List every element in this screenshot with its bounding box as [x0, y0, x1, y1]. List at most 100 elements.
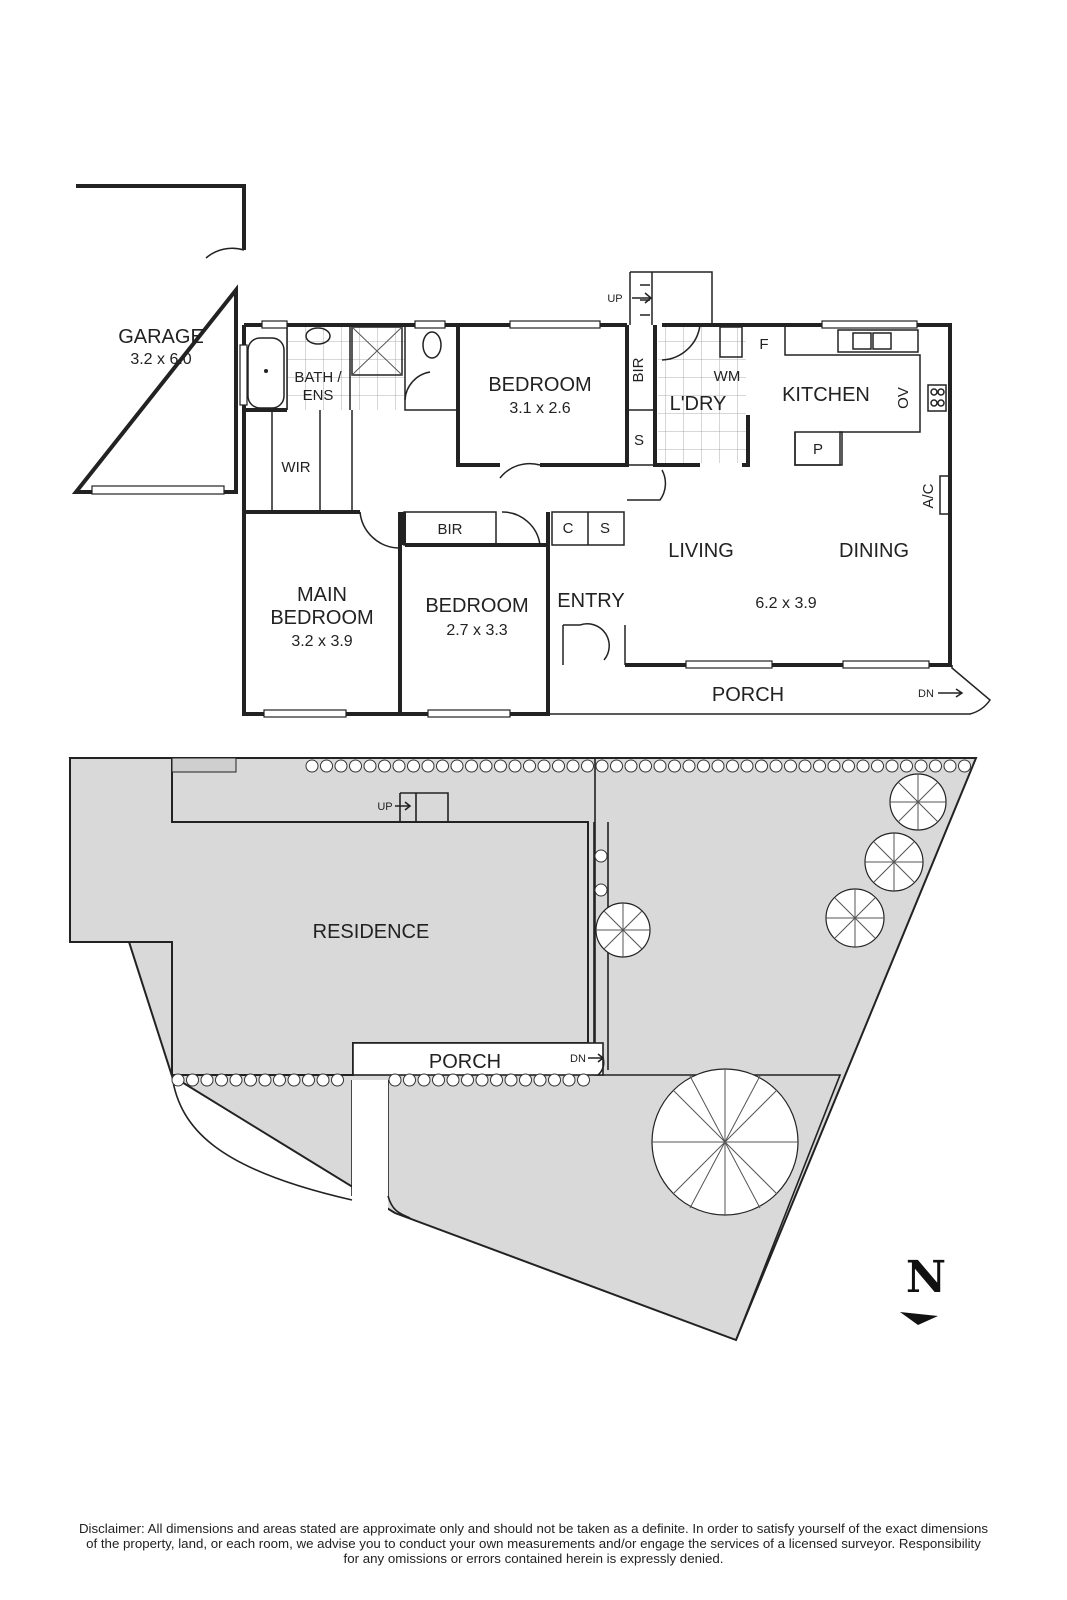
living-dining-size: 6.2 x 3.9	[755, 595, 816, 612]
hedge-shrub	[186, 1073, 199, 1087]
kitchen-label: KITCHEN	[782, 384, 870, 406]
stair-up-label: UP	[607, 293, 622, 305]
hedge-shrub	[508, 759, 522, 773]
hedge-shrub	[711, 759, 725, 773]
hedge-shrub	[552, 759, 565, 773]
site-plan: RESIDENCE PORCH DN UP N	[68, 757, 978, 1342]
garage-door-swing	[205, 247, 245, 259]
bedroom-north-door	[499, 462, 541, 479]
rear-stairs	[629, 271, 713, 325]
hedge-shrub	[407, 759, 420, 773]
bedroom-middle-door	[501, 511, 541, 546]
hedge-shrub	[755, 759, 768, 773]
hedge-shrub	[653, 759, 667, 773]
oven-label: OV	[895, 387, 912, 409]
tree	[825, 888, 885, 948]
hedge-shrub	[334, 759, 348, 773]
hedge-shrub	[769, 759, 783, 773]
hedge-shrub	[490, 1073, 503, 1087]
hedge-shrub	[594, 883, 608, 897]
disclaimer-line-1: Disclaimer: All dimensions and areas sta…	[78, 1521, 989, 1536]
hedge-shrub	[287, 1073, 301, 1087]
hedge-shrub	[392, 759, 406, 773]
main-bedroom-label-1: MAIN	[297, 584, 347, 606]
tree	[889, 773, 947, 831]
ens-label: ENS	[303, 387, 334, 404]
garage-label: GARAGE	[118, 326, 204, 348]
hedge-shrub	[639, 759, 652, 773]
hedge-shrub	[566, 759, 580, 773]
porch-outline	[548, 665, 992, 715]
hedge-shrub	[378, 759, 391, 773]
hedge-shrub	[581, 759, 594, 773]
site-porch-down-label: DN	[570, 1053, 586, 1065]
main-bedroom-size: 3.2 x 3.9	[291, 633, 352, 650]
shower	[351, 326, 403, 376]
hedge-shrub	[258, 1073, 272, 1087]
wir-walls	[271, 410, 353, 512]
hedge-shrub	[533, 1073, 547, 1087]
bedroom-middle-size: 2.7 x 3.3	[446, 622, 507, 639]
hedge-shrub	[421, 759, 435, 773]
cupboard-label: C	[563, 520, 574, 537]
entry-label: ENTRY	[557, 590, 624, 612]
hedge-shrub	[461, 1073, 474, 1087]
hedge-shrub	[363, 759, 377, 773]
main-bedroom-door	[359, 511, 399, 549]
large-tree	[651, 1068, 799, 1216]
store-entry-label: S	[600, 520, 610, 537]
hedge-shrub	[417, 1073, 431, 1087]
hedge-shrub	[740, 759, 754, 773]
hedge-shrub	[943, 759, 957, 773]
hedge-shrub	[842, 759, 855, 773]
hedge-shrub	[562, 1073, 576, 1087]
laundry-walls	[653, 325, 750, 467]
pantry-label: P	[813, 441, 823, 458]
bir-middle-box	[403, 511, 497, 546]
hedge-shrub	[494, 759, 507, 773]
wir-label: WIR	[281, 459, 310, 476]
hedge-shrub	[856, 759, 870, 773]
main-bedroom-label-2: BEDROOM	[270, 607, 373, 629]
hedge-shrub	[784, 759, 797, 773]
hedge-shrub	[726, 759, 739, 773]
hedge-shrub	[929, 759, 942, 773]
hedge-shrub	[316, 1073, 330, 1087]
hedge-shrub	[229, 1073, 243, 1087]
hedge-shrub	[475, 1073, 489, 1087]
hedge-shrub	[450, 759, 464, 773]
bath-walls	[286, 325, 460, 411]
hedge-shrub	[171, 1073, 185, 1087]
hedge-shrub	[504, 1073, 518, 1087]
aircon-unit	[939, 475, 951, 515]
tree	[595, 902, 651, 958]
hedge-shrub	[523, 759, 536, 773]
bedroom-middle-label: BEDROOM	[425, 595, 528, 617]
bath-label: BATH /	[294, 369, 342, 386]
hedge-shrub	[537, 759, 551, 773]
hedge-shrub	[479, 759, 493, 773]
hedge-shrub	[446, 1073, 460, 1087]
hedge-shrub	[548, 1073, 561, 1087]
hedge-shrub	[436, 759, 449, 773]
hedge-shrub	[595, 759, 609, 773]
cooktop	[927, 384, 947, 412]
basin	[305, 327, 331, 345]
north-arrow-icon	[900, 1312, 938, 1325]
hedge-shrub	[349, 759, 362, 773]
residence-label: RESIDENCE	[313, 921, 430, 943]
hedge-shrub	[215, 1073, 228, 1087]
hedge-shrub	[624, 759, 638, 773]
hedge-shrub	[827, 759, 841, 773]
aircon-label: A/C	[920, 483, 937, 508]
hedge-shrub	[900, 759, 913, 773]
wm-label: WM	[714, 368, 741, 385]
hedge-shrub	[302, 1073, 315, 1087]
hedge-shrub	[682, 759, 696, 773]
entry-door	[562, 623, 610, 665]
hedge-shrub	[465, 759, 478, 773]
hedge-row	[171, 759, 971, 1087]
hedge-shrub	[432, 1073, 445, 1087]
porch-label: PORCH	[712, 684, 784, 706]
garage-door	[91, 485, 225, 495]
